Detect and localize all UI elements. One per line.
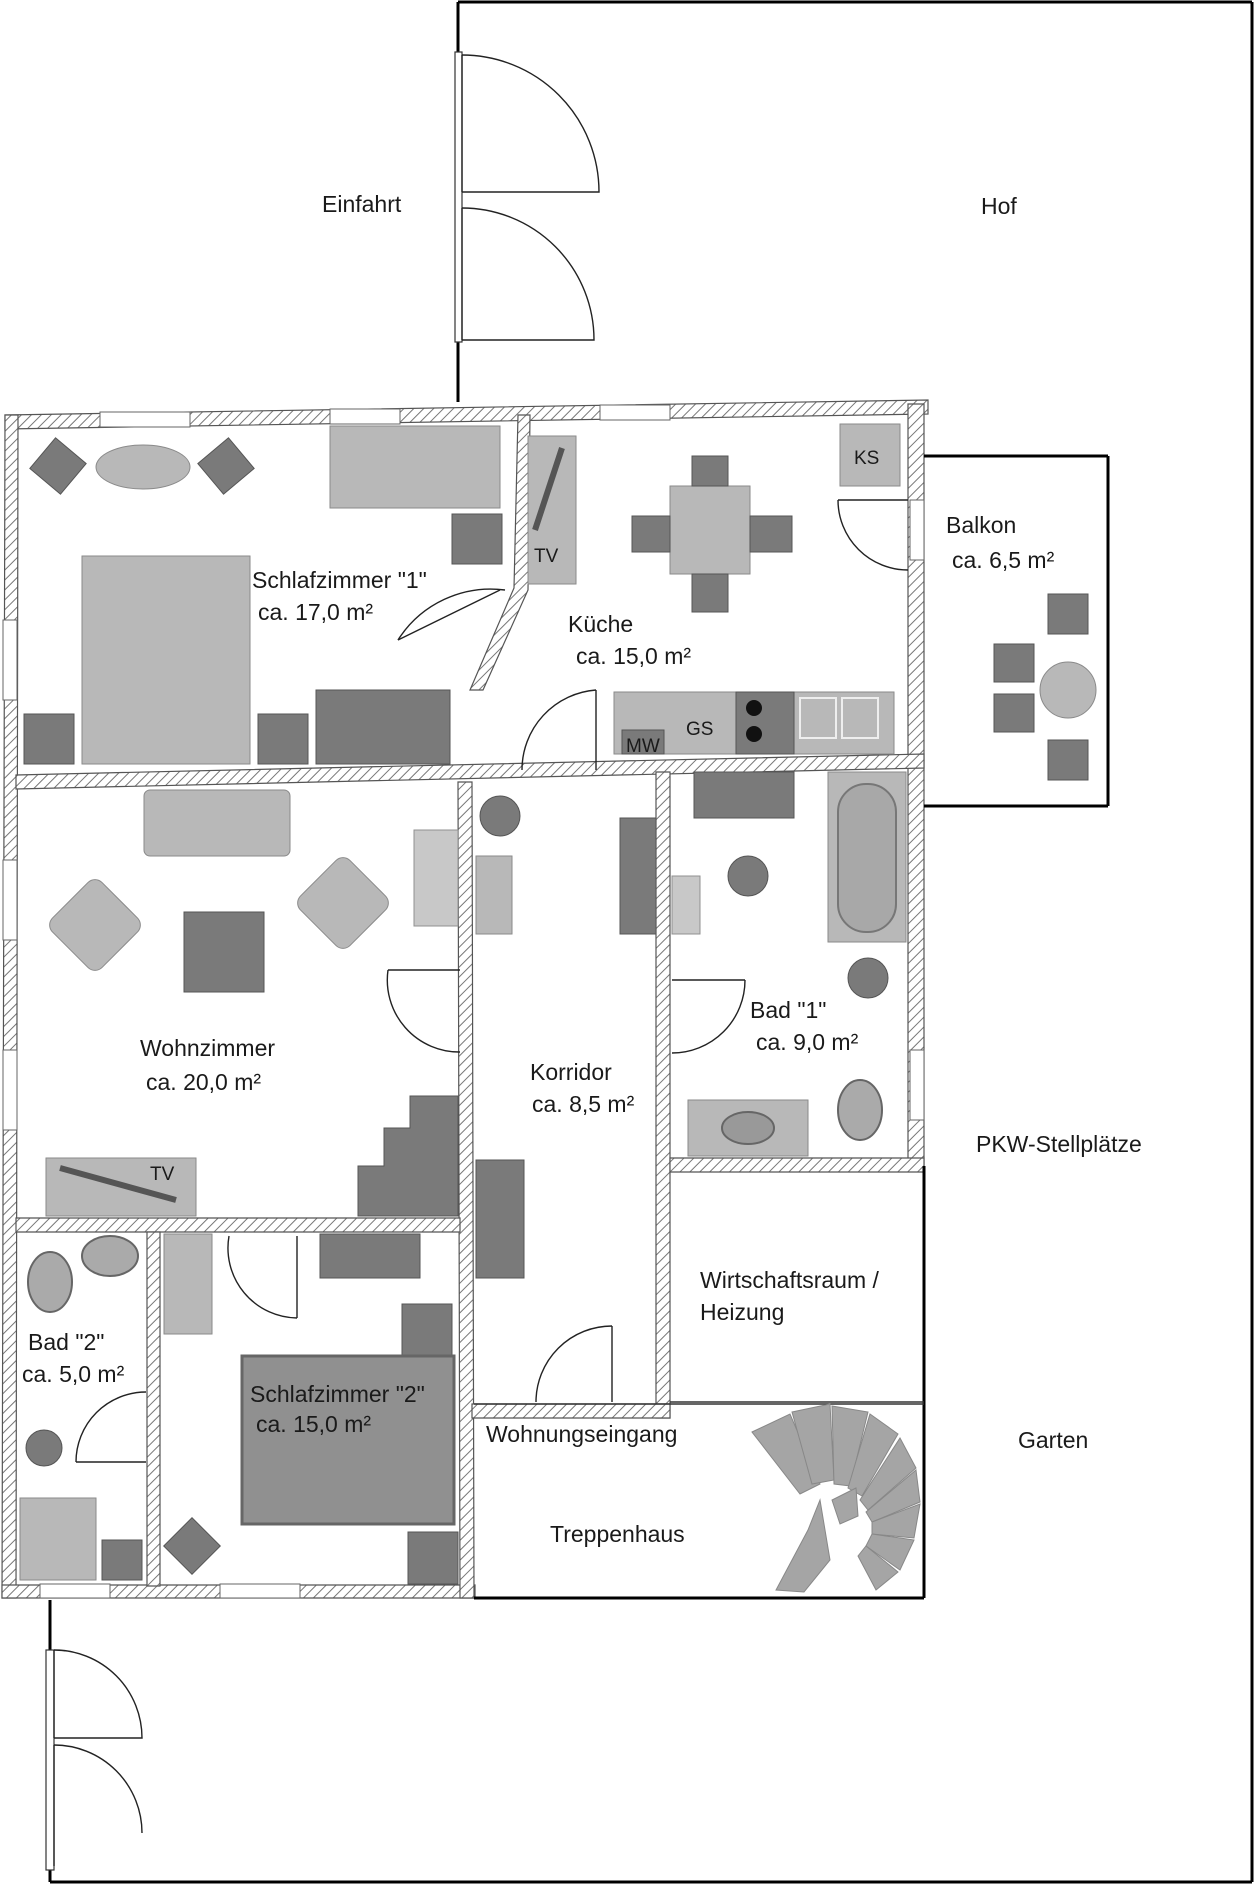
label-kueche-area: ca. 15,0 m² [576,643,691,669]
label-bad2-area: ca. 5,0 m² [22,1361,125,1387]
label-balkon-area: ca. 6,5 m² [952,547,1055,573]
label-gs: GS [686,719,713,740]
label-wirtschaftsraum-line1: Wirtschaftsraum / [700,1267,880,1293]
label-kueche-name: Küche [568,611,633,637]
label-pkw-stellplaetze: PKW-Stellplätze [976,1131,1142,1157]
label-bad1-name: Bad "1" [750,997,826,1023]
label-wohnzimmer-name: Wohnzimmer [140,1035,275,1061]
label-bad2-name: Bad "2" [28,1329,104,1355]
label-wirtschaftsraum-line2: Heizung [700,1299,784,1325]
furniture-bedroom1 [23,425,503,765]
furniture-bath2 [19,1235,143,1581]
label-treppenhaus: Treppenhaus [550,1521,685,1547]
furniture-bath1 [671,771,907,1157]
entrance-gate [454,51,600,343]
staircase [751,1403,921,1593]
labels: Einfahrt Hof PKW-Stellplätze Garten Schl… [22,191,1142,1547]
garden-gate [45,1649,143,1871]
label-hof: Hof [981,193,1017,219]
structure-lines [474,454,1110,1600]
label-wohnzimmer-area: ca. 20,0 m² [146,1069,261,1095]
label-schlafzimmer1-area: ca. 17,0 m² [258,599,373,625]
label-einfahrt: Einfahrt [322,191,402,217]
label-garten: Garten [1018,1427,1088,1453]
label-wohnungseingang: Wohnungseingang [486,1421,677,1447]
furniture-corridor [475,795,657,1279]
interior-doors [75,499,909,1463]
label-schlafzimmer1-name: Schlafzimmer "1" [252,567,427,593]
label-bad1-area: ca. 9,0 m² [756,1029,859,1055]
furniture-bedroom2 [163,1233,459,1585]
label-schlafzimmer2-name: Schlafzimmer "2" [250,1381,425,1407]
label-tv-living: TV [150,1164,175,1185]
furniture-balcony [993,593,1097,781]
label-tv-kitchen: TV [534,546,559,567]
label-korridor-area: ca. 8,5 m² [532,1091,635,1117]
label-ks: KS [854,448,879,469]
label-balkon-name: Balkon [946,512,1016,538]
windows [2,404,925,1599]
label-mw: MW [626,736,660,757]
label-korridor-name: Korridor [530,1059,612,1085]
furniture-living [45,789,459,1217]
furniture-kitchen [527,423,901,755]
label-schlafzimmer2-area: ca. 15,0 m² [256,1411,371,1437]
